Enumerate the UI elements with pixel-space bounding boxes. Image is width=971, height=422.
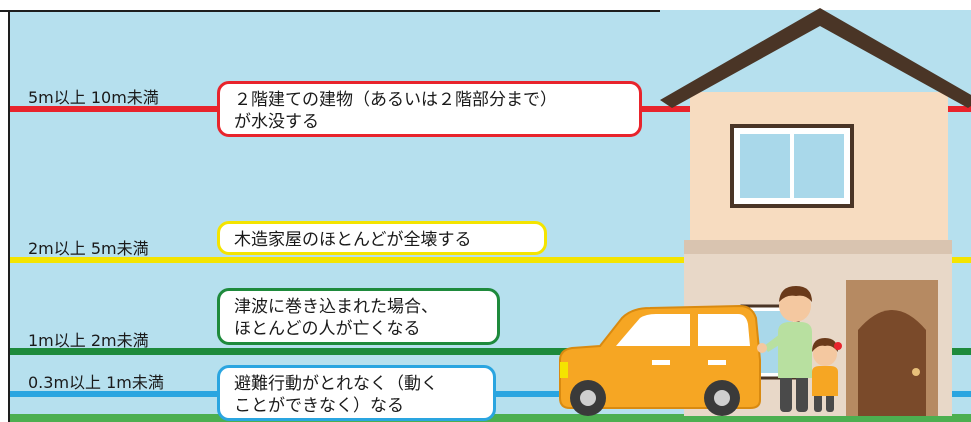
note-5m-10m: ２階建ての建物（あるいは２階部分まで） が水没する (217, 81, 642, 137)
yellow-level-line (10, 257, 971, 263)
level-label-5m-10m: 5m以上 10m未満 (28, 88, 159, 107)
level-label-0-3m-1m: 0.3m以上 1m未満 (28, 373, 164, 392)
note-2m-5m: 木造家屋のほとんどが全壊する (217, 221, 547, 255)
green-level-line (10, 348, 971, 355)
adult-figure-icon (757, 286, 812, 412)
note-0-3m-1m-line-2: ことができなく）なる (234, 396, 404, 416)
note-1m-2m-line-2: ほとんどの人が亡くなる (234, 319, 421, 339)
frame-left-edge (8, 10, 10, 422)
note-0-3m-1m: 避難行動がとれなく（動く ことができなく）なる (217, 365, 496, 421)
level-label-2m-5m: 2m以上 5m未満 (28, 239, 149, 258)
note-2m-5m-line-1: 木造家屋のほとんどが全壊する (234, 230, 472, 250)
note-1m-2m: 津波に巻き込まれた場合、 ほとんどの人が亡くなる (217, 288, 500, 345)
frame-top-edge (0, 10, 660, 12)
level-label-1m-2m: 1m以上 2m未満 (28, 331, 149, 350)
note-1m-2m-line-1: 津波に巻き込まれた場合、 (234, 297, 438, 317)
child-figure-icon (812, 338, 842, 412)
note-5m-10m-line-1: ２階建ての建物（あるいは２階部分まで） (234, 90, 557, 110)
note-5m-10m-line-2: が水没する (234, 112, 319, 132)
car-icon (559, 304, 761, 416)
note-0-3m-1m-line-1: 避難行動がとれなく（動く (234, 374, 438, 394)
